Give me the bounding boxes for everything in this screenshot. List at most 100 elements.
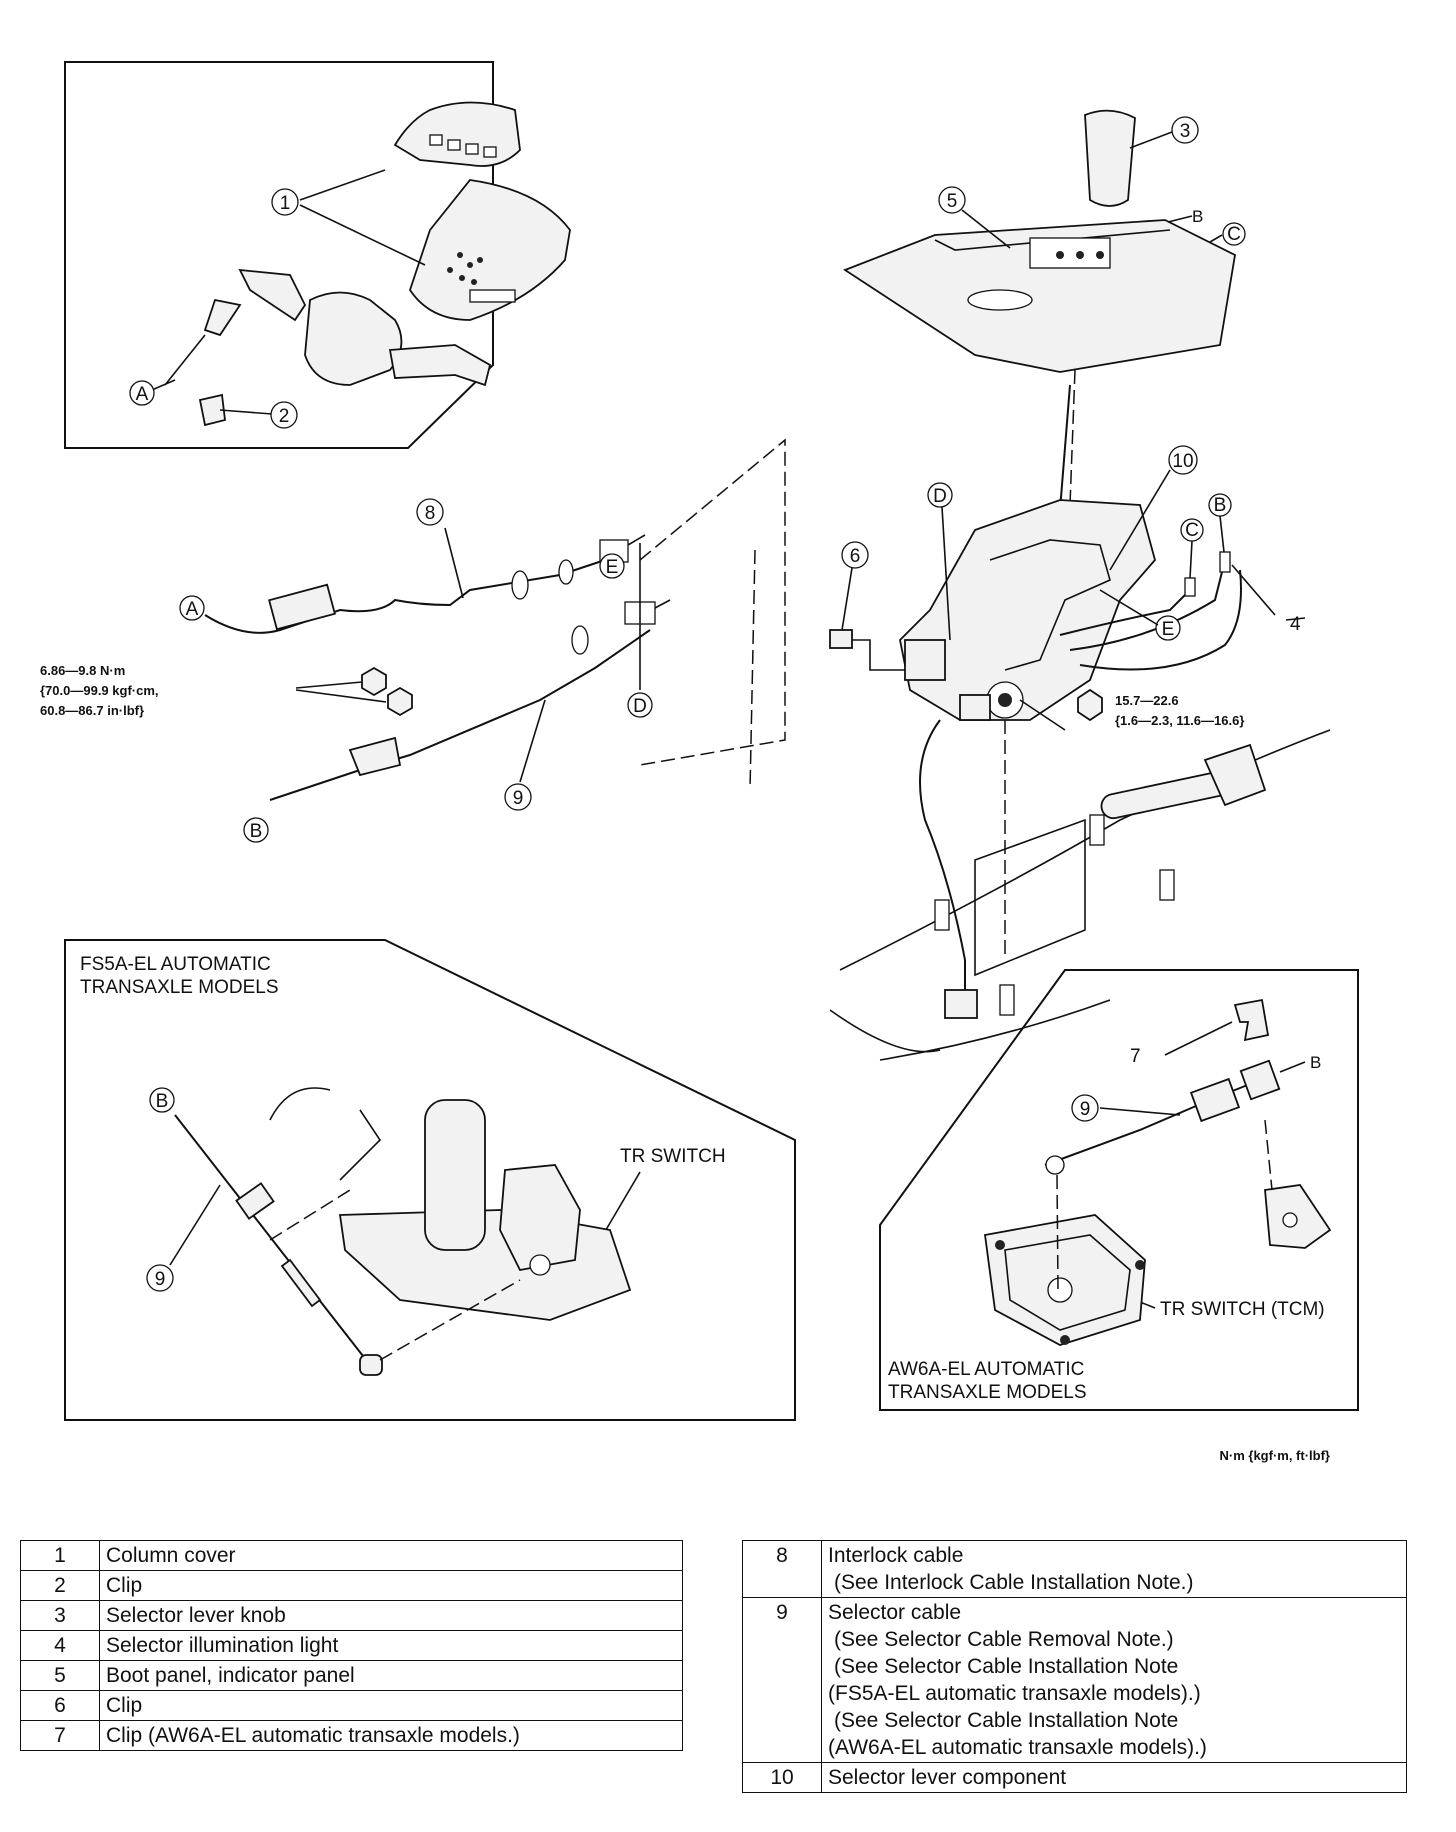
callout-9-fs5a bbox=[146, 1264, 174, 1292]
inset-column-cover: 1 2 A bbox=[64, 61, 571, 449]
connector-a-label: A bbox=[136, 384, 149, 405]
callout-5-label: 5 bbox=[947, 191, 958, 212]
legend-name: Selector lever knob bbox=[99, 1600, 683, 1631]
ref-b-callout-cable bbox=[243, 817, 269, 843]
knob-and-boot-panel: 3 5 B C bbox=[843, 109, 1246, 511]
legend-name: Selector lever component bbox=[821, 1762, 1407, 1793]
ref-e-label-cable: E bbox=[606, 557, 619, 578]
ref-b-label-fs5a: B bbox=[156, 1091, 169, 1112]
legend-cell: Interlock cable (See Interlock Cable Ins… bbox=[821, 1540, 1407, 1598]
legend-name: Column cover bbox=[99, 1540, 683, 1571]
torque-spec-left-line1: 6.86—9.8 N·m bbox=[40, 663, 125, 678]
selector-lever-component: 4 B C 10 D E 6 15.7—22.6 {1.6—2.3, 11.6—… bbox=[829, 445, 1306, 1019]
legend-name: Selector cable bbox=[828, 1601, 962, 1624]
legend-num: 6 bbox=[20, 1690, 100, 1721]
legend-num: 10 bbox=[742, 1762, 822, 1793]
legend-note: (See Selector Cable Installation Note bbox=[834, 1709, 1179, 1732]
legend-name: Selector illumination light bbox=[99, 1630, 683, 1661]
callout-9-aw6a bbox=[1071, 1094, 1099, 1122]
ref-a-callout-cable bbox=[179, 595, 205, 621]
legend-cell: Selector cable (See Selector Cable Remov… bbox=[821, 1597, 1407, 1763]
ref-b-label-boot: B bbox=[1192, 207, 1203, 226]
legend-name: Clip (AW6A-EL automatic transaxle models… bbox=[99, 1720, 683, 1751]
callout-6 bbox=[841, 541, 869, 569]
ref-d-callout-lever bbox=[927, 482, 953, 508]
torque-spec-right-line1: 15.7—22.6 bbox=[1115, 693, 1179, 708]
inset-fs5a-el: FS5A-EL AUTOMATIC TRANSAXLE MODELS TR SW… bbox=[64, 939, 796, 1421]
legend-num: 2 bbox=[20, 1570, 100, 1601]
callout-1-label: 1 bbox=[280, 193, 291, 214]
selector-knob-shape bbox=[1084, 109, 1136, 207]
fs5a-tr-switch-label: TR SWITCH bbox=[620, 1146, 726, 1167]
legend-num: 4 bbox=[20, 1630, 100, 1661]
legend-note: (See Selector Cable Removal Note.) bbox=[834, 1628, 1174, 1651]
ref-e-callout-cable bbox=[599, 553, 625, 579]
callout-3 bbox=[1171, 116, 1199, 144]
legend-num: 1 bbox=[20, 1540, 100, 1571]
table-row: 10 Selector lever component bbox=[742, 1762, 1407, 1793]
ref-d-label-lever: D bbox=[933, 486, 947, 507]
legend-num: 5 bbox=[20, 1660, 100, 1691]
callout-10-label: 10 bbox=[1172, 451, 1193, 472]
ref-c-label-boot: C bbox=[1227, 224, 1241, 245]
inset-aw6a-el: AW6A-EL AUTOMATIC TRANSAXLE MODELS TR SW… bbox=[879, 969, 1359, 1411]
ref-d-label-cable: D bbox=[633, 696, 647, 717]
legend-note: (See Selector Cable Installation Note bbox=[834, 1655, 1179, 1678]
boot-panel-shape bbox=[843, 219, 1236, 373]
callout-9 bbox=[504, 783, 532, 811]
legend-note: (AW6A-EL automatic transaxle models).) bbox=[828, 1736, 1207, 1759]
callout-9-aw6a-label: 9 bbox=[1080, 1099, 1091, 1120]
legend-num: 9 bbox=[742, 1597, 822, 1763]
callout-4-label: 4 bbox=[1290, 614, 1301, 635]
legend-num: 7 bbox=[20, 1720, 100, 1751]
ref-d-callout-cable bbox=[627, 692, 653, 718]
cables-area: A 8 9 B E D 6.86—9.8 N·m {70.0—99.9 kgf·… bbox=[40, 438, 786, 843]
callout-9-label: 9 bbox=[513, 788, 524, 809]
legend-name: Interlock cable bbox=[828, 1544, 964, 1567]
legend-num: 8 bbox=[742, 1540, 822, 1598]
callout-8 bbox=[416, 498, 444, 526]
aw6a-tr-switch-label: TR SWITCH (TCM) bbox=[1160, 1299, 1325, 1320]
torque-spec-left-line2: {70.0—99.9 kgf·cm, bbox=[40, 683, 159, 698]
callout-7-label: 7 bbox=[1130, 1046, 1141, 1067]
table-row: 9 Selector cable (See Selector Cable Rem… bbox=[742, 1597, 1407, 1763]
legend-name: Boot panel, indicator panel bbox=[99, 1660, 683, 1691]
ref-c-label-light: C bbox=[1185, 520, 1199, 541]
legend-name: Clip bbox=[99, 1690, 683, 1721]
console-floor bbox=[829, 729, 1331, 1061]
ref-b-label-cable: B bbox=[250, 821, 263, 842]
parts-legend-right: 8 Interlock cable (See Interlock Cable I… bbox=[742, 1540, 1407, 1793]
torque-spec-right-line2: {1.6—2.3, 11.6—16.6} bbox=[1115, 713, 1244, 728]
units-note: N·m {kgf·m, ft·lbf} bbox=[1220, 1448, 1331, 1463]
ref-e-callout-lever bbox=[1155, 615, 1181, 641]
ref-b-label-light: B bbox=[1214, 495, 1227, 516]
fs5a-inset-title-line2: TRANSAXLE MODELS bbox=[80, 977, 279, 998]
callout-10 bbox=[1168, 445, 1198, 475]
ref-e-label-lever: E bbox=[1162, 619, 1175, 640]
legend-note: (FS5A-EL automatic transaxle models).) bbox=[828, 1682, 1201, 1705]
ref-b-callout-fs5a bbox=[149, 1087, 175, 1113]
callout-8-label: 8 bbox=[425, 503, 436, 524]
callout-3-label: 3 bbox=[1180, 121, 1191, 142]
legend-num: 3 bbox=[20, 1600, 100, 1631]
exploded-view-diagram: 1 2 A 3 5 B C bbox=[40, 61, 1359, 1463]
legend-note: (See Interlock Cable Installation Note.) bbox=[834, 1571, 1194, 1594]
torque-spec-left-line3: 60.8—86.7 in·lbf} bbox=[40, 703, 144, 718]
aw6a-inset-title-line2: TRANSAXLE MODELS bbox=[888, 1382, 1087, 1403]
ref-a-label-cable: A bbox=[186, 599, 199, 620]
table-row: 8 Interlock cable (See Interlock Cable I… bbox=[742, 1540, 1407, 1598]
callout-9-fs5a-label: 9 bbox=[155, 1269, 166, 1290]
callout-2 bbox=[270, 401, 298, 429]
aw6a-inset-title-line1: AW6A-EL AUTOMATIC bbox=[888, 1359, 1084, 1380]
connector-a-callout bbox=[129, 380, 155, 406]
ref-c-callout-boot bbox=[1222, 222, 1246, 246]
legend-name: Clip bbox=[99, 1570, 683, 1601]
